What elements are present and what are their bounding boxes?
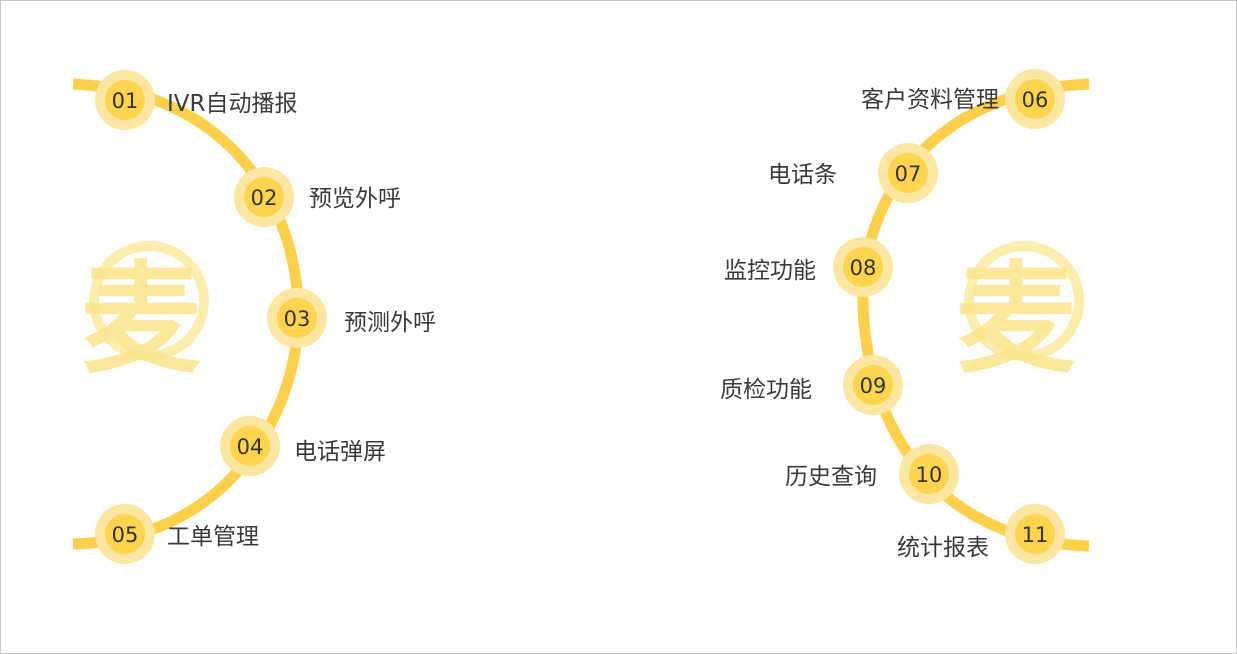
- watermark-logo-right: 麦: [956, 241, 1084, 390]
- node-number: 09: [860, 374, 887, 398]
- node-number: 07: [895, 162, 922, 186]
- node-label: 电话弹屏: [294, 439, 386, 465]
- node-label: 客户资料管理: [861, 87, 999, 113]
- node-04: 04 电话弹屏: [220, 416, 386, 476]
- node-08: 08 监控功能: [724, 237, 893, 297]
- node-label: 预览外呼: [309, 186, 401, 212]
- node-02: 02 预览外呼: [234, 167, 401, 227]
- node-06: 06 客户资料管理: [861, 69, 1065, 129]
- node-label: 统计报表: [897, 535, 989, 561]
- node-number: 08: [850, 256, 877, 280]
- node-number: 05: [112, 523, 139, 547]
- node-label: 历史查询: [785, 464, 877, 490]
- node-number: 01: [112, 89, 139, 113]
- watermark-logo-left: 麦: [81, 241, 209, 390]
- node-number: 11: [1022, 523, 1049, 547]
- node-label: 工单管理: [167, 524, 259, 550]
- node-05: 05 工单管理: [95, 504, 259, 564]
- node-09: 09 质检功能: [720, 355, 903, 415]
- node-10: 10 历史查询: [785, 444, 959, 504]
- node-label: 预测外呼: [344, 310, 436, 336]
- node-07: 07 电话条: [768, 143, 938, 203]
- node-number: 03: [284, 307, 311, 331]
- node-label: 质检功能: [720, 377, 812, 403]
- watermark-text-left: 麦: [81, 249, 201, 390]
- node-number: 10: [916, 463, 943, 487]
- node-11: 11 统计报表: [897, 504, 1065, 564]
- watermark-text-right: 麦: [956, 249, 1076, 390]
- node-01: 01 IVR自动播报: [95, 70, 298, 130]
- node-label: IVR自动播报: [167, 91, 298, 117]
- node-label: 电话条: [768, 162, 837, 188]
- node-number: 02: [251, 186, 278, 210]
- node-number: 04: [237, 435, 264, 459]
- node-number: 06: [1022, 88, 1049, 112]
- right-arc: [857, 78, 1090, 552]
- node-label: 监控功能: [724, 258, 816, 284]
- node-03: 03 预测外呼: [267, 288, 436, 348]
